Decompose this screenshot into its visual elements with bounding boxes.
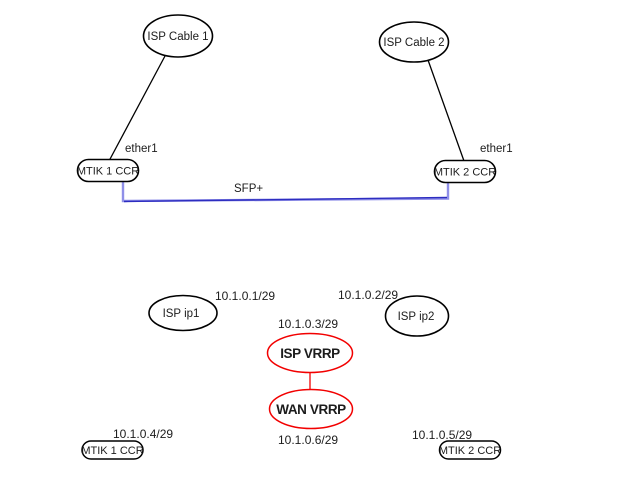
node-isp-cable-1-label: ISP Cable 1 [147,31,208,43]
node-isp-cable-1 [142,14,214,58]
node-wan-vrrp-label: WAN VRRP [276,402,346,417]
node-isp-cable-2 [378,21,450,63]
edge-ispcable2-to-mtik2 [427,59,465,162]
edge-sfp-link-dark [123,196,448,203]
node-wan-vrrp [268,388,354,430]
node-mtik1-bottom [81,440,144,460]
node-isp-vrrp-label: ISP VRRP [280,346,340,361]
edge-ispcable1-to-mtik1 [108,55,166,162]
ip-label-mtik1-bottom: 10.1.0.4/29 [113,427,173,441]
ip-label-isp-ip2: 10.1.0.2/29 [338,288,398,302]
link-label-sfp: SFP+ [234,183,263,195]
node-mtik1-top [76,158,140,183]
node-mtik2-top-label: MTIK 2 CCR [434,167,496,179]
node-mtik2-bottom-label: MTIK 2 CCR [439,445,501,457]
ip-label-isp-ip1: 10.1.0.1/29 [215,289,275,303]
node-isp-ip2 [384,295,450,337]
node-isp-ip2-label: ISP ip2 [398,311,435,323]
ip-label-wan-vrrp: 10.1.0.6/29 [278,433,338,447]
node-mtik2-bottom [438,440,502,460]
port-label-ether1-right: ether1 [480,143,513,155]
node-mtik1-top-label: MTIK 1 CCR [77,166,139,178]
node-mtik2-top [433,159,497,184]
node-isp-ip1 [148,294,218,332]
ip-label-mtik2-bottom: 10.1.0.5/29 [412,428,472,442]
ip-label-isp-vrrp: 10.1.0.3/29 [278,317,338,331]
node-isp-ip1-label: ISP ip1 [163,308,200,320]
node-isp-cable-2-label: ISP Cable 2 [383,37,444,49]
node-mtik1-bottom-label: MTIK 1 CCR [81,445,143,457]
port-label-ether1-left: ether1 [125,143,158,155]
node-isp-vrrp [266,332,354,374]
